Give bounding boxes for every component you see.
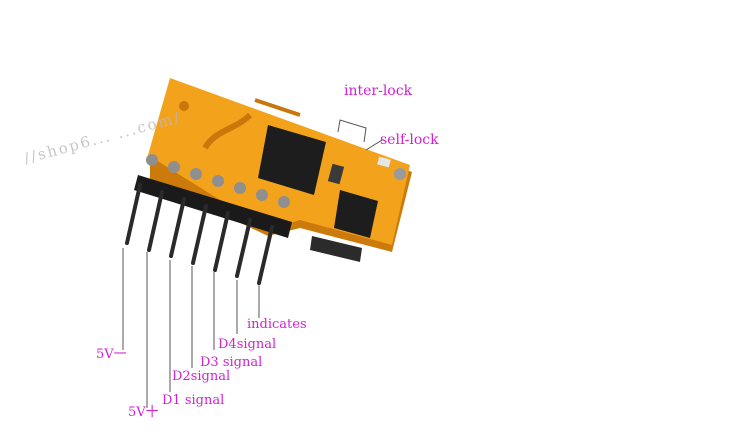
smd-component [377, 156, 391, 168]
header-pads [146, 154, 290, 208]
label-5v-minus: 5V一 [96, 347, 127, 362]
pcb-trace [254, 98, 301, 117]
label-self-lock: self-lock [380, 132, 439, 148]
solder-pad [394, 168, 406, 180]
annotation-lines [122, 119, 383, 408]
label-d4-signal: D4signal [218, 337, 277, 352]
smd-component [327, 163, 345, 185]
label-d1-signal: D1 signal [162, 393, 225, 408]
pin-header [134, 175, 292, 238]
ic-chip-main [258, 125, 326, 195]
label-d2-signal: D2signal [172, 369, 231, 384]
label-5v-plus: 5V十 [128, 405, 159, 420]
ic-chip-secondary [334, 190, 378, 238]
label-indicates: indicates [247, 317, 307, 332]
connector-block [310, 236, 362, 262]
header-pins [125, 183, 274, 285]
label-inter-lock: inter-lock [344, 83, 413, 99]
label-d3-signal: D3 signal [200, 355, 263, 370]
pcb-trace [202, 112, 253, 150]
mounting-hole [179, 101, 189, 111]
